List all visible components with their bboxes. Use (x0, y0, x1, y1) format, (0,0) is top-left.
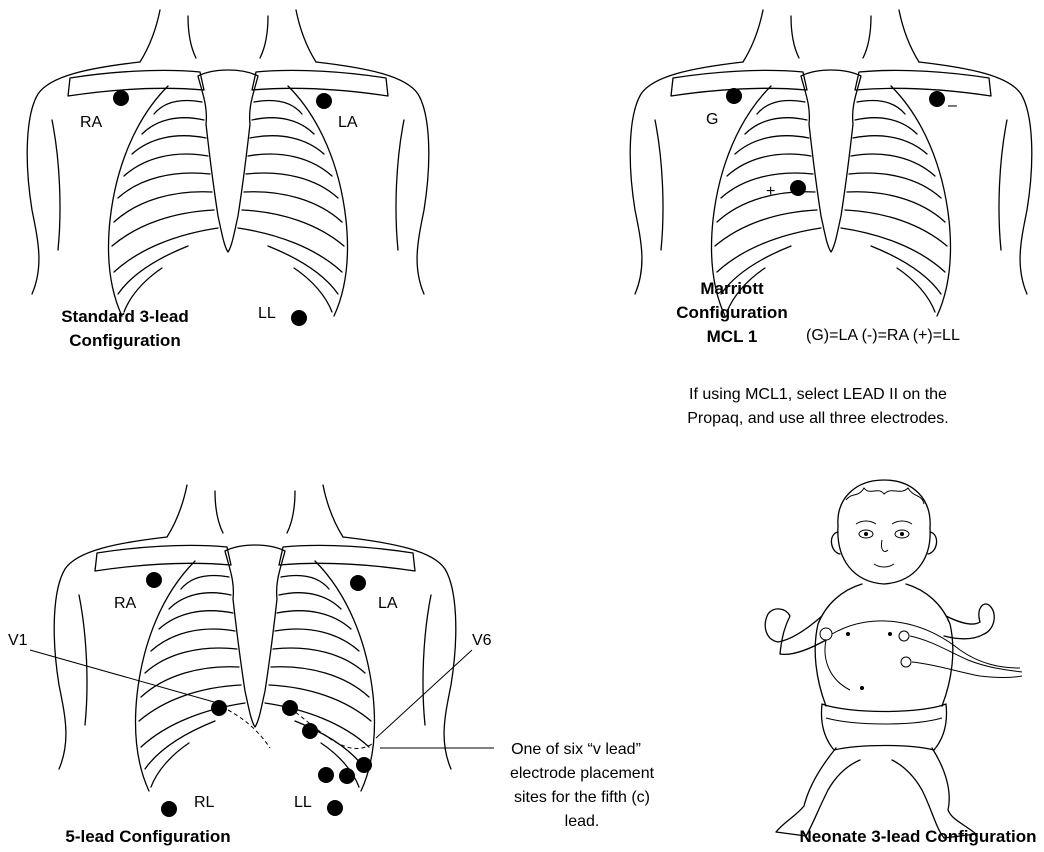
electrode-la (316, 93, 332, 109)
note-line-1: If using MCL1, select LEAD II on the (689, 386, 947, 403)
label-v1: V1 (8, 632, 28, 649)
electrode-rl (161, 801, 177, 817)
label-plus: + (766, 183, 775, 200)
electrode-g (726, 88, 742, 104)
v-lead-site (282, 700, 298, 716)
caption-line-3: MCL 1 (707, 327, 758, 346)
electrode-minus (929, 91, 945, 107)
neonate-electrode (820, 628, 832, 640)
electrode-ll (291, 310, 307, 326)
v-lead-site (339, 768, 355, 784)
label-la: LA (338, 114, 358, 131)
caption-line-2: Configuration (676, 303, 787, 322)
marriott-mcl1-panel: G – + Marriott Configuration MCL 1 (G)=L… (630, 10, 1032, 427)
caption-line-1: Marriott (700, 279, 764, 298)
label-la: LA (378, 595, 398, 612)
neonate-electrode (901, 657, 911, 667)
neonate-electrode (899, 631, 909, 641)
label-g: G (706, 111, 718, 128)
v-lead-site (318, 767, 334, 783)
note-line-2: Propaq, and use all three electrodes. (687, 410, 949, 427)
label-ll: LL (258, 305, 276, 322)
callout-line-1: One of six “v lead” (511, 741, 641, 758)
electrode-mapping: (G)=LA (-)=RA (+)=LL (806, 327, 960, 344)
label-minus: – (948, 97, 957, 114)
label-rl: RL (194, 794, 215, 811)
torso-illustration (27, 10, 429, 316)
neonate-illustration (765, 480, 1022, 838)
v-lead-site (302, 723, 318, 739)
caption: Neonate 3-lead Configuration (799, 827, 1036, 846)
caption-line-1: Standard 3-lead (61, 307, 189, 326)
electrode-plus (790, 180, 806, 196)
callout-line-3: sites for the fifth (c) (514, 789, 650, 806)
callout-line-4: lead. (565, 813, 600, 830)
caption-line-2: Configuration (69, 331, 180, 350)
label-ra: RA (80, 114, 103, 131)
torso-illustration (54, 485, 456, 791)
five-lead-panel: V1 V6 RA LA RL LL One of six “v lead” el… (8, 485, 655, 846)
electrode-ll (327, 800, 343, 816)
label-ll: LL (294, 794, 312, 811)
callout-line-2: electrode placement (510, 765, 655, 782)
v-lead-site (356, 757, 372, 773)
electrode-ra (146, 572, 162, 588)
electrode-la (350, 575, 366, 591)
caption: 5-lead Configuration (65, 827, 230, 846)
neonate-panel: Neonate 3-lead Configuration (765, 480, 1036, 846)
electrode-ra (113, 90, 129, 106)
torso-illustration (630, 10, 1032, 316)
label-v6: V6 (472, 632, 492, 649)
standard-3-lead-panel: RA LA LL Standard 3-lead Configuration (27, 10, 429, 350)
electrode-v1 (211, 700, 227, 716)
label-ra: RA (114, 595, 137, 612)
